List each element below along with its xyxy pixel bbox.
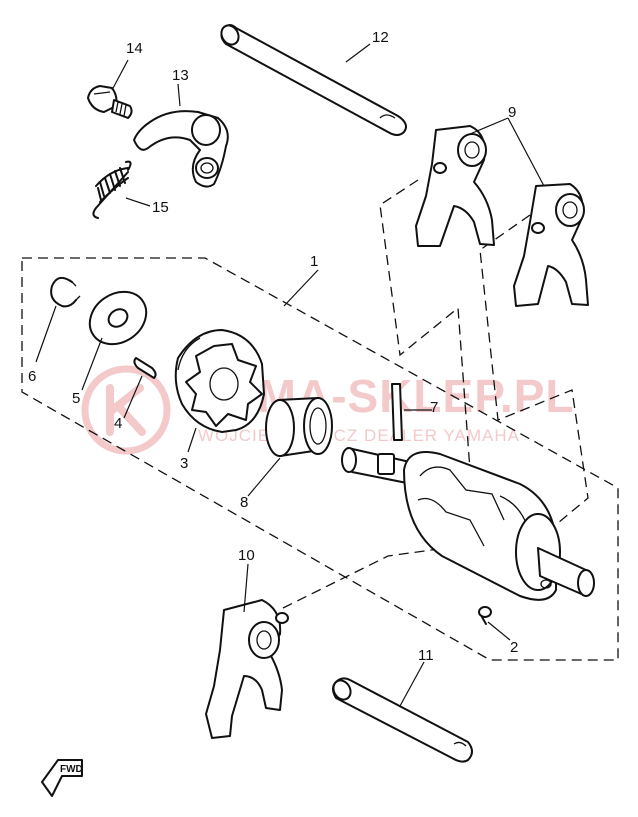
- callout-9: 9: [508, 104, 516, 121]
- callout-7: 7: [430, 399, 438, 416]
- callout-12: 12: [372, 29, 389, 46]
- watermark-logo-icon: [81, 365, 171, 455]
- callout-2: 2: [510, 639, 518, 656]
- shift-cam-assembly-outline: [21, 257, 619, 661]
- dowel-pin-icon: [133, 357, 157, 379]
- circlip-icon: [50, 276, 81, 308]
- spring-icon: [92, 160, 132, 219]
- pin-icon: [391, 383, 403, 441]
- guide-bar-icon: [220, 24, 407, 136]
- segment-icon: [174, 329, 265, 433]
- guide-bar-icon: [332, 677, 473, 763]
- shift-fork-icon: [415, 125, 495, 247]
- fwd-arrow-icon: FWD: [41, 759, 83, 797]
- callout-labels: 1 2 3 4 5 6 7 8 9 10 11 12 14 13 15: [28, 29, 518, 664]
- shift-fork-icon: [513, 183, 589, 307]
- callout-3: 3: [180, 455, 188, 472]
- callout-5: 5: [72, 390, 80, 407]
- watermark-dealer: WOJCIECHOWICZ DEALER YAMAHA: [198, 426, 520, 445]
- leader-lines: [35, 43, 545, 707]
- shift-fork-icon: [205, 599, 289, 739]
- callout-11: 11: [418, 647, 434, 664]
- bolt-icon: [87, 85, 133, 119]
- callout-6: 6: [28, 368, 36, 385]
- callout-13: 13: [172, 67, 189, 84]
- callout-8: 8: [240, 494, 248, 511]
- screw-icon: [478, 606, 492, 625]
- callout-10: 10: [238, 547, 255, 564]
- shift-cam-icon: [341, 447, 595, 601]
- stopper-lever-icon: [133, 110, 229, 188]
- fwd-label: FWD: [60, 764, 83, 775]
- callout-15: 15: [152, 199, 169, 216]
- callout-1: 1: [310, 253, 318, 270]
- callout-14: 14: [126, 40, 143, 57]
- washer-icon: [88, 290, 148, 346]
- callout-4: 4: [114, 415, 122, 432]
- bearing-icon: [265, 397, 333, 457]
